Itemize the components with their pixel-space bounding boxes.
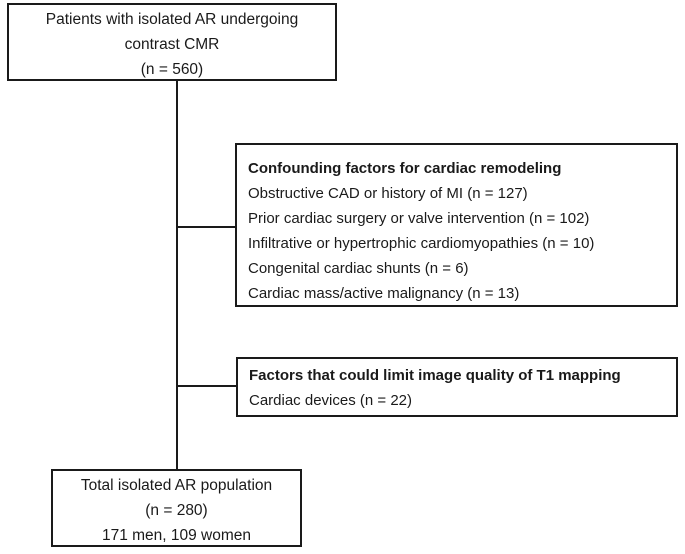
confounding-factors-title: Confounding factors for cardiac remodeli… (248, 160, 562, 177)
confounding-item-shunts: Congenital cardiac shunts (n = 6) (248, 260, 469, 277)
t1-quality-title: Factors that could limit image quality o… (249, 367, 621, 384)
connector-vertical-line (176, 81, 178, 469)
initial-population-line-2: contrast CMR (124, 36, 220, 53)
confounding-item-malignancy: Cardiac mass/active malignancy (n = 13) (248, 285, 520, 302)
t1-item-cardiac-devices: Cardiac devices (n = 22) (249, 392, 412, 409)
final-population-line-1: Total isolated AR population (80, 477, 273, 494)
final-population-count: (n = 280) (145, 502, 208, 519)
box-initial-population: Patients with isolated AR undergoing con… (7, 3, 337, 81)
connector-t1-branch (177, 385, 236, 387)
connector-confounding-branch (177, 226, 235, 228)
box-confounding-factors: Confounding factors for cardiac remodeli… (235, 143, 678, 307)
box-final-population: Total isolated AR population (n = 280) 1… (51, 469, 302, 547)
final-population-sex-breakdown: 171 men, 109 women (101, 527, 252, 544)
initial-population-count: (n = 560) (140, 61, 204, 78)
initial-population-line-1: Patients with isolated AR undergoing (45, 11, 299, 28)
confounding-item-cad: Obstructive CAD or history of MI (n = 12… (248, 185, 528, 202)
confounding-item-cardiomyopathies: Infiltrative or hypertrophic cardiomyopa… (248, 235, 595, 252)
confounding-item-surgery: Prior cardiac surgery or valve intervent… (248, 210, 590, 227)
box-t1-quality-factors: Factors that could limit image quality o… (236, 357, 678, 417)
